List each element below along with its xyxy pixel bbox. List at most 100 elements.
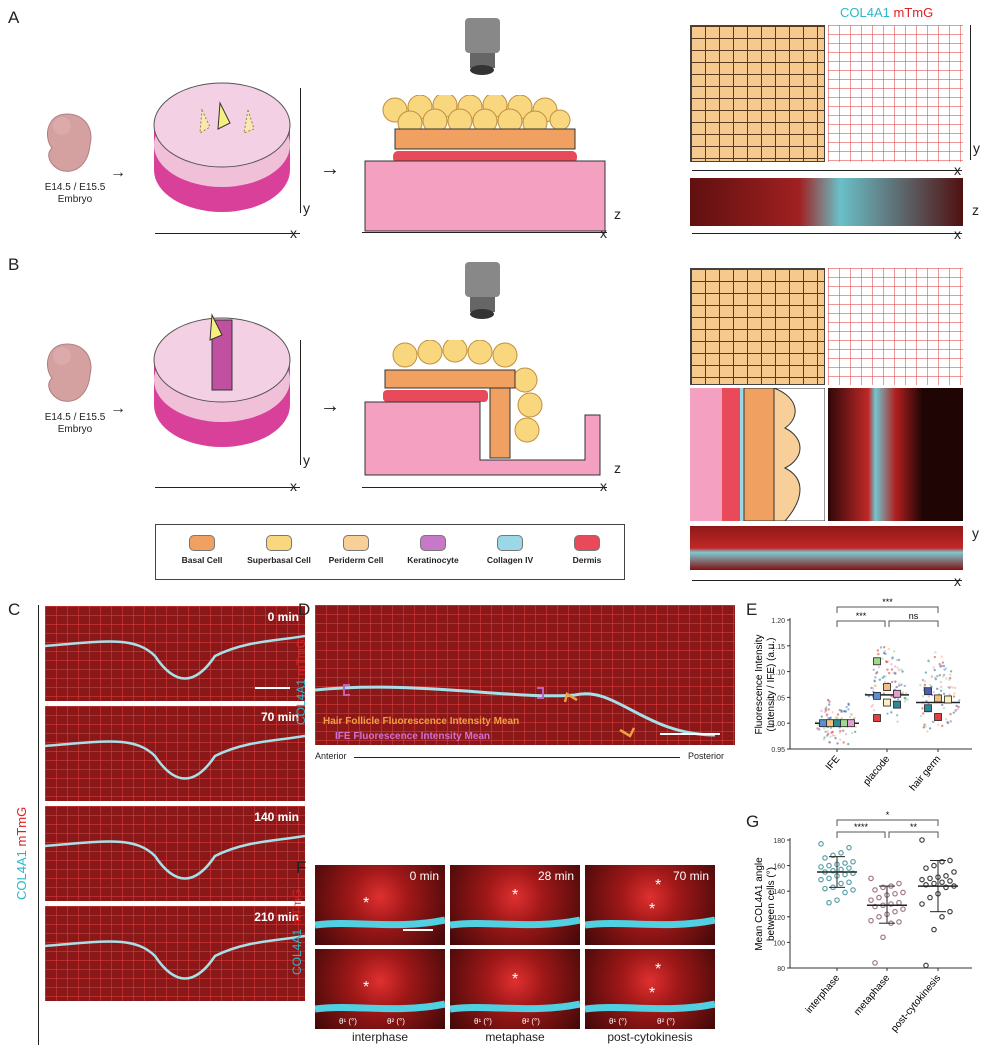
data-point (823, 710, 827, 714)
replicate-mean-marker (847, 719, 855, 728)
data-point (952, 711, 955, 714)
data-point (880, 934, 886, 941)
data-point (919, 683, 922, 687)
phase-label: metaphase (485, 1030, 545, 1044)
x-axis-arrow-a4 (692, 233, 962, 234)
significance-label: **** (854, 822, 869, 832)
data-point (872, 709, 876, 712)
data-point (923, 723, 926, 726)
legend-swatch-icon (420, 535, 446, 551)
data-point (826, 862, 832, 869)
data-point (923, 683, 927, 687)
data-point (830, 852, 836, 859)
scale-bar (255, 687, 290, 689)
data-point (895, 714, 899, 717)
data-point (872, 668, 875, 671)
significance-bracket (836, 819, 939, 826)
replicate-mean-marker (833, 719, 841, 728)
data-point (923, 865, 929, 871)
data-point (921, 678, 925, 682)
tissue-schematic-b (364, 340, 601, 476)
data-point (854, 725, 857, 728)
mitosis-frame: **θ¹ (°)θ² (°) (585, 949, 715, 1029)
data-point (816, 727, 820, 731)
col4a1-label: COL4A1 (294, 678, 308, 725)
data-point (888, 901, 894, 907)
mitosis-frame: *θ¹ (°)θ² (°) (450, 949, 580, 1029)
data-point (838, 880, 844, 887)
data-point (896, 720, 899, 723)
col4a1-label: COL4A1 (14, 850, 29, 900)
panel-d-channel-label: COL4A1 mTmG (294, 639, 308, 725)
data-point (818, 876, 824, 883)
mtmg-label: mTmG (294, 638, 308, 676)
x-tick-label: interphase (804, 973, 843, 1016)
theta2-label: θ² (°) (657, 1017, 675, 1026)
data-point (896, 919, 902, 925)
data-point (894, 672, 897, 675)
micrograph-side-b (828, 388, 963, 521)
data-point (874, 684, 877, 688)
y-label-a1: y (303, 200, 310, 216)
data-point (949, 712, 952, 716)
theta1-label: θ¹ (°) (609, 1017, 627, 1026)
legend-label: Dermis (572, 555, 602, 565)
data-point (939, 689, 943, 692)
data-point (943, 668, 946, 671)
tissue-schematic-a (364, 95, 606, 232)
data-point (875, 672, 878, 675)
data-point (843, 710, 846, 713)
data-point (824, 730, 827, 733)
data-point (938, 663, 941, 666)
arrow-icon: → (320, 395, 340, 417)
data-point (890, 668, 894, 671)
mitosis-frame: **70 min (585, 865, 715, 945)
data-point (830, 867, 836, 874)
mtmg-label: mTmG (893, 5, 934, 20)
significance-label: ** (910, 822, 918, 832)
data-point (939, 858, 945, 865)
data-point (868, 875, 874, 882)
data-point (949, 685, 952, 689)
data-point (896, 666, 899, 670)
data-point (822, 855, 828, 861)
data-point (883, 650, 887, 653)
data-point (820, 709, 823, 713)
y-axis-label: between cells (°) (766, 867, 777, 941)
panel-e-label: E (746, 600, 758, 619)
replicate-mean-marker (934, 694, 942, 703)
data-point (836, 713, 840, 716)
ife-intensity-label: IFE Fluorescence Intensity Mean (335, 731, 491, 742)
data-point (850, 713, 854, 716)
data-point (876, 649, 880, 652)
significance-bracket (836, 620, 886, 627)
replicate-mean-marker (873, 714, 881, 722)
data-point (892, 908, 898, 915)
data-point (896, 880, 902, 887)
data-point (831, 734, 835, 737)
data-point (822, 738, 826, 741)
data-point (885, 660, 889, 664)
data-point (924, 671, 928, 674)
replicate-mean-marker (893, 700, 901, 709)
micrograph-xz-b (690, 526, 963, 570)
data-point (927, 894, 933, 901)
data-point (829, 735, 832, 738)
data-point (939, 685, 943, 689)
data-point (936, 675, 939, 678)
data-point (826, 899, 832, 906)
data-point (938, 674, 942, 677)
y-axis-arrow-a1 (300, 88, 301, 213)
data-point (943, 884, 949, 891)
cell-marker: * (363, 979, 370, 996)
data-point (934, 677, 938, 681)
time-lapse-frame: 140 min (45, 806, 305, 901)
data-point (877, 665, 881, 669)
data-point (829, 716, 832, 719)
data-point (942, 675, 945, 678)
legend-swatch-icon (189, 535, 215, 551)
data-point (883, 680, 887, 684)
data-point (923, 962, 929, 969)
x-tick-label: metaphase (852, 973, 893, 1018)
x-label-b2: x (600, 478, 607, 494)
